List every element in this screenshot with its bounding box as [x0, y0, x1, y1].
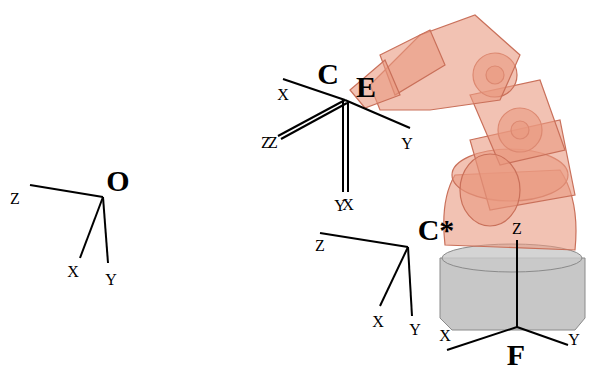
coordinate-axes — [30, 79, 568, 350]
axis-label: X — [277, 87, 289, 103]
axis-label: X — [372, 314, 384, 330]
axis-label: Z — [10, 191, 20, 207]
axis-label: X — [342, 197, 354, 213]
axis-label: Z — [315, 238, 325, 254]
frame-name: E — [356, 72, 376, 102]
axis-label: Y — [105, 272, 117, 288]
frame-name: C* — [418, 215, 455, 245]
robot-arm — [350, 15, 576, 250]
axis-label: X — [67, 264, 79, 280]
axis-label: Y — [568, 332, 580, 348]
frame-name: O — [106, 166, 129, 196]
axis-label: Z — [512, 221, 522, 237]
axis-label: Y — [401, 136, 413, 152]
axis-label: Z — [268, 135, 278, 151]
robot-base — [440, 244, 585, 330]
axis-label: Y — [409, 322, 421, 338]
frame-name: F — [507, 340, 525, 370]
frame-name: C — [317, 59, 339, 89]
axis-label: X — [439, 328, 451, 344]
